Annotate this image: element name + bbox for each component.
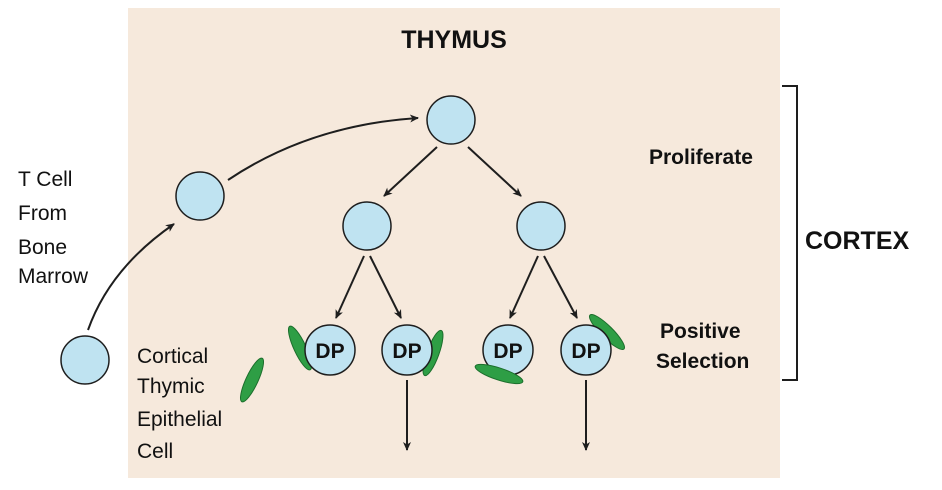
stage-positive-selection: Positive Selection (656, 320, 749, 373)
t-cell-bone-marrow (60, 335, 110, 385)
epithelial-cell-legend (239, 357, 265, 403)
source-label-line: T Cell (18, 168, 72, 191)
split-arrow-lr (369, 255, 402, 319)
epithelial-label: Cortical Thymic Epithelial Cell (137, 345, 228, 463)
dp-label: DP (571, 340, 600, 363)
epithelial-cell (474, 363, 524, 385)
source-label: T Cell From Bone Marrow (18, 168, 89, 288)
split-arrow-ll (335, 255, 365, 319)
epithelial-label-line: Cortical (137, 345, 208, 368)
dp-label: DP (392, 340, 421, 363)
split-arrow-right (467, 146, 522, 197)
t-cell-thymus (426, 95, 476, 145)
dp-cell (381, 324, 433, 376)
cortex-bracket (782, 85, 798, 381)
migration-arrow-2 (227, 114, 419, 181)
split-arrow-rr (543, 255, 578, 319)
split-arrow-rl (509, 255, 539, 319)
stage-positive-selection-line: Selection (656, 350, 749, 373)
epithelial-label-line: Thymic (137, 375, 205, 398)
split-arrow-left (383, 146, 438, 197)
thymus-panel (128, 8, 780, 478)
t-cell-migrating (175, 171, 225, 221)
t-cell-daughter-left (342, 201, 392, 251)
dp-label: DP (493, 340, 522, 363)
stage-positive-selection-line: Positive (660, 320, 741, 343)
dp-cell (560, 324, 612, 376)
dp-label: DP (315, 340, 344, 363)
source-label-line: Marrow (18, 265, 89, 288)
source-label-line: From (18, 202, 67, 225)
t-cell-daughter-right (516, 201, 566, 251)
stage-proliferate: Proliferate (649, 146, 753, 169)
dp-cell (304, 324, 356, 376)
migration-arrow-1 (87, 223, 175, 331)
epithelial-label-line: Cell (137, 440, 173, 463)
epithelial-label-line: Epithelial (137, 408, 222, 431)
thymus-title: THYMUS (401, 26, 507, 54)
region-label-cortex: CORTEX (805, 227, 910, 255)
source-label-line: Bone (18, 236, 67, 259)
